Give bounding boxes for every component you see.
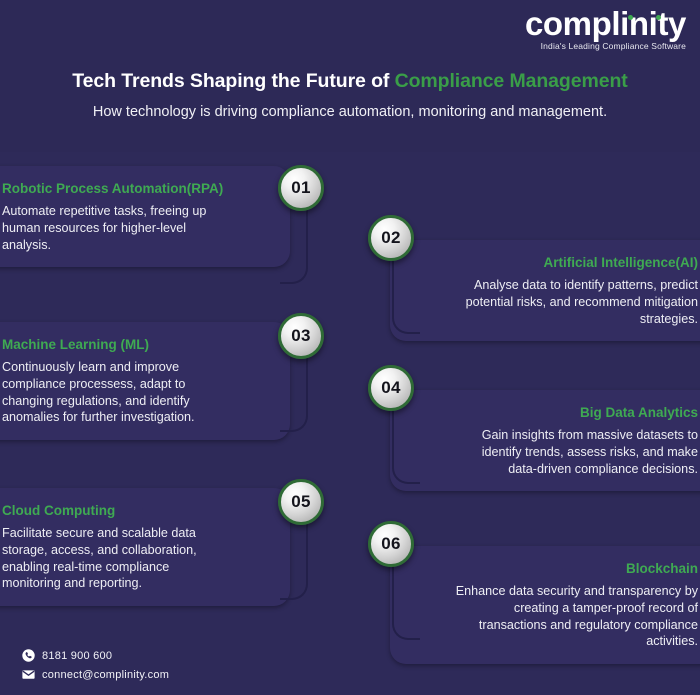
step-badge-01[interactable]: 01 [278,165,324,211]
trend-card-01[interactable]: Robotic Process Automation(RPA) Automate… [0,166,290,268]
step-badge-03[interactable]: 03 [278,313,324,359]
trend-body-05: Facilitate secure and scalable data stor… [2,526,197,591]
logo-wordmark: complinity [524,5,686,42]
step-badge-06[interactable]: 06 [368,521,414,567]
step-badge-04[interactable]: 04 [368,365,414,411]
connector-line-01 [280,192,308,284]
trend-body-03: Continuously learn and improve complianc… [2,360,195,425]
trend-card-02[interactable]: Artificial Intelligence(AI) Analyse data… [390,240,700,342]
step-badge-05[interactable]: 05 [278,479,324,525]
step-number-03: 03 [291,326,311,345]
trend-title-04: Big Data Analytics [579,405,698,420]
trend-card-05[interactable]: Cloud Computing Facilitate secure and sc… [0,488,290,607]
step-number-02: 02 [381,228,401,247]
connector-line-05 [280,508,308,600]
trend-title-03: Machine Learning (ML) [2,337,150,352]
step-number-06: 06 [381,534,401,553]
connector-line-04 [392,392,420,484]
step-number-04: 04 [381,378,401,397]
phone-number: 8181 900 600 [42,649,113,662]
trend-card-04[interactable]: Big Data Analytics Gain insights from ma… [390,390,700,492]
brand-logo: complinity India's Leading Compliance So… [524,5,686,52]
trend-body-04: Gain insights from massive datasets to i… [481,428,698,476]
connector-line-02 [392,242,420,334]
trend-body-02: Analyse data to identify patterns, predi… [465,278,698,326]
trend-title-06: Blockchain [625,561,698,576]
email-address: connect@complinity.com [42,668,170,681]
trend-title-05: Cloud Computing [2,503,116,518]
contact-email-row[interactable]: connect@complinity.com [22,668,169,681]
logo-tagline: India's Leading Compliance Software [540,41,686,51]
trend-title-01: Robotic Process Automation(RPA) [2,181,224,196]
trend-card-06[interactable]: Blockchain Enhance data security and tra… [390,546,700,665]
footer-contact: 8181 900 600 connect@complinity.com [22,643,169,681]
logo-dot-accent-icon [628,15,633,20]
step-number-01: 01 [291,178,311,197]
page-title: Tech Trends Shaping the Future of Compli… [0,70,700,93]
connector-line-03 [280,340,308,432]
contact-phone-row[interactable]: 8181 900 600 [22,649,169,662]
trend-body-06: Enhance data security and transparency b… [455,584,698,649]
connector-line-06 [392,548,420,640]
trend-title-02: Artificial Intelligence(AI) [543,255,698,270]
page-title-plain: Tech Trends Shaping the Future of [72,70,395,92]
phone-icon [22,649,35,662]
step-number-05: 05 [291,492,311,511]
page-subtitle: How technology is driving compliance aut… [92,104,608,120]
envelope-icon [22,668,35,681]
trend-body-01: Automate repetitive tasks, freeing up hu… [2,204,207,252]
logo-dot-accent-icon [656,15,661,20]
page-title-accent: Compliance Management [394,70,628,92]
header-band: complinity India's Leading Compliance So… [0,0,700,152]
step-badge-02[interactable]: 02 [368,215,414,261]
trend-card-03[interactable]: Machine Learning (ML) Continuously learn… [0,322,290,441]
